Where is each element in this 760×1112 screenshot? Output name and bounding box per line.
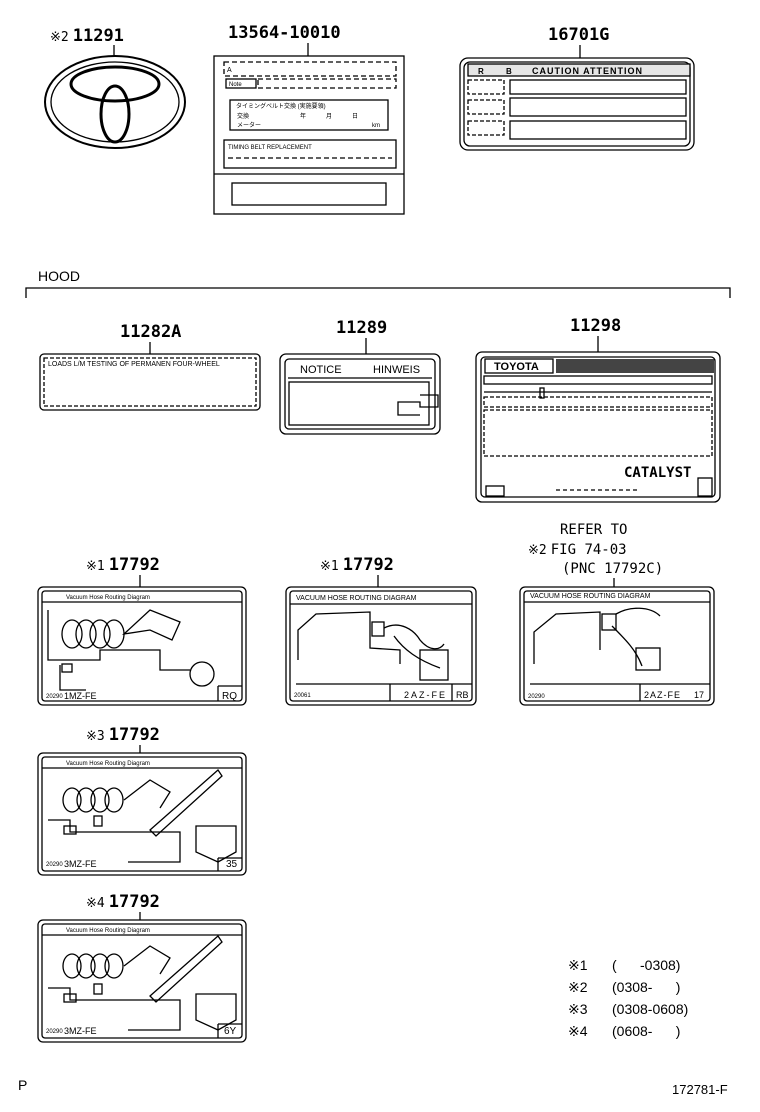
engine-code: 2AZ-FE [644,690,681,700]
engine-code: 1MZ-FE [64,691,97,701]
replacement-text: TIMING BELT REPLACEMENT [228,145,312,151]
legend-mark: ※4 [568,1023,588,1039]
caution-header: CAUTION ATTENTION [532,66,643,76]
part-number: 11298 [570,316,621,336]
refer-line3: (PNC 17792C) [562,561,663,577]
note-mark: ※2 [528,543,547,558]
label-suffix: RB [456,690,469,700]
vacuum-label-2az-b: REFER TO ※2 FIG 74-03 (PNC 17792C) VACUUM… [519,522,715,706]
label-suffix: 35 [226,859,238,870]
label-code: 20290 [528,694,545,700]
label-row1: A [227,67,232,74]
part-number: 11291 [73,26,124,46]
engine-code: 3MZ-FE [64,859,97,869]
header-b: B [506,67,512,76]
legend-mark: ※2 [568,979,588,995]
label-code: 20290 [46,862,63,868]
label-code: 20290 [46,1029,63,1035]
legend-range: (0308-0608) [612,1001,688,1017]
label-code: 20290 [46,694,63,700]
legend-mark: ※3 [568,1001,588,1017]
footer-right: 172781-F [672,1082,728,1097]
caution-label-part: 16701G R B CAUTION ATTENTION [459,25,695,151]
note-mark: ※1 [86,559,105,574]
diagram-title: VACUUM HOSE ROUTING DIAGRAM [530,593,651,600]
note-mark: ※3 [86,729,105,744]
vacuum-label-1mz: ※1 17792 Vacuum Hose Routing Diagram 2029… [37,555,247,706]
header-r: R [478,67,484,76]
refer-line2: FIG 74-03 [551,542,627,558]
jp-unit: km [372,123,380,129]
emblem-part: ※2 11291 [44,26,186,149]
hinweis-text: HINWEIS [373,364,420,376]
toyota-emblem-icon [44,55,186,149]
note-mark: ※2 [50,30,69,45]
jp-col2: 年 [300,112,306,120]
timing-label-part: 13564-10010 A Note タイミングベルト交換 (実施要領) 交換 … [213,23,405,215]
legend-range: (0608- ) [612,1023,680,1039]
part-number: 17792 [109,892,160,912]
notice-text: NOTICE [300,364,342,376]
diagram-title: Vacuum Hose Routing Diagram [66,761,150,767]
label-code: 20061 [294,693,311,699]
label-suffix: 17 [694,690,704,700]
jp-col4: 日 [352,113,358,120]
label-11298-part: 11298 TOYOTA CATALYST [475,316,721,503]
catalyst-text: CATALYST [624,465,691,481]
engine-code: 3MZ-FE [64,1026,97,1036]
diagram-title: VACUUM HOSE ROUTING DIAGRAM [296,595,417,602]
diagram-title: Vacuum Hose Routing Diagram [66,595,150,601]
engine-code: 2AZ-FE [404,690,447,700]
vacuum-label-3mz-a: ※3 17792 Vacuum Hose Routing Diagram 2029… [37,725,247,876]
legend-range: (0308- ) [612,979,680,995]
label-text: LOADS L/M TESTING OF PERMANEN FOUR-WHEEL [48,361,220,368]
diagram-title: Vacuum Hose Routing Diagram [66,928,150,934]
hood-bracket [25,287,731,298]
label-row2: Note [229,82,242,88]
footer-left: P [18,1077,27,1093]
legend-mark: ※1 [568,957,588,973]
part-number: 11282A [120,322,181,342]
label-11289-part: 11289 NOTICE HINWEIS [279,318,441,435]
legend: ※1 ( -0308) ※2 (0308- ) ※3 (0308-0608) ※… [568,957,688,1039]
note-mark: ※4 [86,896,105,911]
legend-range: ( -0308) [612,957,680,973]
part-number: 16701G [548,25,609,45]
jp-col1: 交換 [237,112,249,120]
label-11282a-part: 11282A LOADS L/M TESTING OF PERMANEN FOU… [39,322,261,411]
part-number: 13564-10010 [228,23,341,43]
brand-text: TOYOTA [494,361,539,373]
part-number: 11289 [336,318,387,338]
jp-col3: 月 [326,113,332,120]
note-mark: ※1 [320,559,339,574]
refer-line1: REFER TO [560,522,627,538]
part-number: 17792 [343,555,394,575]
part-number: 17792 [109,555,160,575]
label-suffix: 6Y [224,1026,237,1037]
hood-title: HOOD [38,268,80,284]
part-number: 17792 [109,725,160,745]
label-suffix: RQ [222,691,237,702]
jp-line1: タイミングベルト交換 (実施要領) [236,102,326,110]
vacuum-label-3mz-b: ※4 17792 Vacuum Hose Routing Diagram 2029… [37,892,247,1043]
jp-row2: メーター [237,121,261,129]
vacuum-label-2az-a: ※1 17792 VACUUM HOSE ROUTING DIAGRAM 2006… [285,555,477,706]
